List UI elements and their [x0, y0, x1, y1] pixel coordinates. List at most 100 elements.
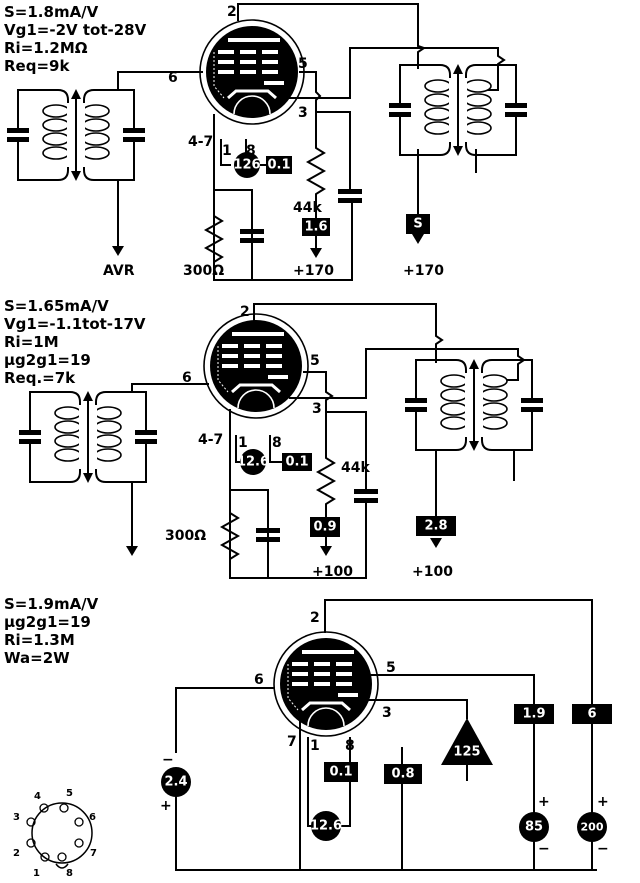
base-pin-label: 6 — [89, 812, 96, 823]
anode-current-badge — [572, 704, 612, 724]
screen-supply-label: +100 — [312, 564, 353, 580]
wire-anode-to-filter — [253, 303, 444, 363]
screen-resistor-label: 44k — [341, 460, 370, 476]
pin-label-heater-b: 8 — [272, 435, 282, 451]
wire-cathode-ground — [229, 409, 367, 579]
cathode-current-badge — [384, 764, 422, 784]
pin-label-anode: 2 — [240, 304, 250, 320]
anode-voltage-value: 200 — [581, 821, 604, 834]
spec-internal-resistance: Ri=1.3M — [4, 631, 75, 649]
supply-arrow-icon — [310, 248, 322, 258]
output-bandfilter — [404, 358, 544, 452]
base-pin-hole — [74, 838, 84, 848]
wire-g3 — [285, 47, 506, 99]
wire-g2 — [299, 71, 322, 113]
pin-label-heater-a: 1 — [222, 143, 232, 159]
wire-heater-a — [220, 139, 231, 166]
pin-label-g3: 3 — [382, 705, 392, 721]
anode-current-value: 6 — [587, 707, 596, 722]
spec-equivalent-resistance: Req.=7k — [4, 369, 76, 387]
screen-minus: − — [538, 841, 550, 857]
screen-supply-label: +170 — [293, 263, 334, 279]
wire-g3 — [363, 699, 468, 719]
supply-arrow-icon — [320, 546, 332, 556]
avr-label: AVR — [103, 263, 135, 279]
pin-label-g2: 5 — [386, 660, 396, 676]
base-pin-hole — [40, 852, 50, 862]
circuit-3: S=1.9mA/V μg2g1=19 Ri=1.3M Wa=2W 2 6 5 3… — [4, 595, 612, 871]
heater-voltage-badge — [311, 811, 341, 841]
heater-current-badge — [266, 156, 292, 174]
pin-label-g3: 3 — [312, 401, 322, 417]
wire-g3 — [289, 348, 526, 399]
heater-voltage-badge — [240, 449, 266, 475]
pin-label-g2: 5 — [310, 353, 320, 369]
spec-transconductance: S=1.8mA/V — [4, 3, 99, 21]
spec-grid-bias: Vg1=-1.1tot-17V — [4, 315, 146, 333]
base-pin-hole — [26, 838, 36, 848]
wire-cathode-cap — [213, 189, 253, 281]
pin-label-cathode: 4-7 — [198, 432, 223, 448]
base-pin-hole — [26, 817, 36, 827]
spec-transconductance: S=1.65mA/V — [4, 297, 109, 315]
cathode-current-value: 0.8 — [391, 767, 414, 782]
screen-current-value: 1.6 — [304, 220, 327, 235]
spec-equivalent-resistance: Req=9k — [4, 57, 70, 75]
screen-voltage-badge — [519, 812, 549, 842]
output-bandfilter — [388, 63, 528, 157]
screen-current-badge — [310, 517, 340, 537]
pin-label-g3: 3 — [298, 105, 308, 121]
screen-current-value: 0.9 — [313, 520, 336, 535]
circuit-2: S=1.65mA/V Vg1=-1.1tot-17V Ri=1M μg2g1=1… — [4, 297, 544, 580]
base-pin-label: 2 — [13, 848, 20, 859]
wire-g2-cap — [325, 411, 367, 491]
anode-supply-label: +100 — [412, 564, 453, 580]
heater-voltage-value: 12.6 — [310, 819, 342, 834]
spec-anode-dissipation: Wa=2W — [4, 649, 70, 667]
grid-bias-value: 2.4 — [164, 775, 187, 790]
pin-label-g1: 6 — [168, 70, 178, 86]
grid-bias-plus: + — [160, 798, 172, 814]
screen-current-badge — [302, 218, 330, 236]
base-pin-label: 8 — [66, 868, 73, 879]
pin-label-heater-b: 8 — [246, 143, 256, 159]
pentode-tube-symbol — [198, 18, 306, 126]
screen-resistor-label: 44k — [293, 200, 322, 216]
heater-current-value: 0.1 — [285, 455, 308, 470]
wire-g2 — [303, 371, 334, 413]
heater-current-value: 0.1 — [267, 158, 290, 173]
anode-current-value: S — [413, 217, 422, 232]
base-pin-hole — [57, 852, 67, 862]
tube-base-pinout: 1 2 3 4 5 6 7 8 — [13, 788, 97, 879]
g3-voltage-value: 125 — [453, 745, 480, 760]
screen-resistor — [307, 139, 325, 203]
pin-label-anode: 2 — [310, 610, 320, 626]
spec-transconductance: S=1.9mA/V — [4, 595, 99, 613]
anode-current-badge — [406, 214, 430, 234]
anode-plus: + — [597, 794, 609, 810]
input-bandfilter — [18, 390, 158, 484]
supply-arrow-icon — [430, 538, 442, 548]
heater-current-value: 0.1 — [329, 765, 352, 780]
anode-current-value: 2.8 — [424, 519, 447, 534]
pin-label-anode: 2 — [227, 4, 237, 20]
pentode-tube-symbol — [202, 312, 310, 420]
base-outline — [31, 802, 93, 864]
wire-cathode-cap — [229, 489, 269, 579]
base-pin-label: 7 — [90, 848, 97, 859]
pentode-tube-symbol — [272, 630, 380, 738]
wire-g1 — [117, 71, 203, 91]
screen-resistor — [317, 449, 335, 513]
base-pin-label: 5 — [66, 788, 73, 799]
base-pin-hole — [59, 803, 69, 813]
heater-voltage-badge — [234, 152, 260, 178]
cathode-resistor-label: 300Ω — [165, 528, 206, 544]
spec-internal-resistance: Ri=1M — [4, 333, 59, 351]
ground-arrow-icon — [126, 546, 138, 556]
pin-label-heater-a: 1 — [238, 435, 248, 451]
pin-label-cathode: 7 — [287, 734, 297, 750]
screen-current-badge — [514, 704, 554, 724]
wire-anode-supply — [324, 599, 593, 705]
screen-current-value: 1.9 — [522, 707, 545, 722]
